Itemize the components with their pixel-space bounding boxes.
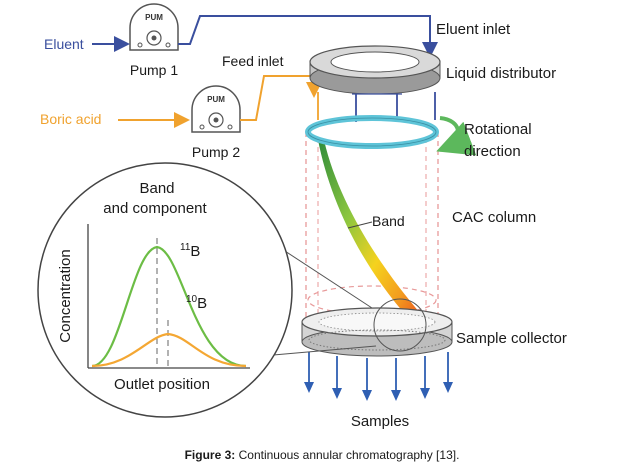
inset-y-label: Concentration bbox=[57, 249, 74, 342]
cac-column-label: CAC column bbox=[452, 209, 536, 226]
liquid-distributor bbox=[309, 45, 441, 95]
label-10b-base: B bbox=[197, 295, 207, 312]
inset-title-line1: Band bbox=[139, 180, 174, 197]
rotational-label-line2: direction bbox=[464, 143, 521, 160]
pump-1-word: PUM bbox=[145, 13, 163, 22]
eluent-feed-line bbox=[178, 15, 438, 58]
pump-1-icon: PUM bbox=[129, 3, 179, 51]
feed-line bbox=[240, 75, 322, 121]
samples-label: Samples bbox=[351, 413, 409, 430]
band-label: Band bbox=[372, 213, 405, 229]
curve-10b bbox=[91, 332, 247, 368]
rotation-arrow-icon bbox=[436, 116, 477, 156]
liquid-distributor-label: Liquid distributor bbox=[446, 65, 556, 82]
caption-bold: Figure 3: bbox=[184, 448, 236, 462]
eluent-label: Eluent bbox=[44, 36, 84, 52]
rotating-ring-outline bbox=[307, 117, 437, 147]
figure-caption: Figure 3: Continuous annular chromatogra… bbox=[0, 448, 644, 462]
chromatography-band bbox=[318, 140, 428, 322]
feed-inlet-label: Feed inlet bbox=[222, 53, 284, 69]
sample-output-arrows bbox=[304, 352, 453, 401]
pump-1-label: Pump 1 bbox=[130, 62, 178, 78]
magnifier-circle bbox=[373, 298, 427, 352]
label-10b-sup: 10 bbox=[186, 294, 198, 305]
curve-11b bbox=[91, 245, 247, 368]
rotational-label-line1: Rotational bbox=[464, 121, 532, 138]
zoom-line-bottom bbox=[261, 345, 377, 357]
pump-2-label: Pump 2 bbox=[192, 144, 240, 160]
inset-x-label: Outlet position bbox=[114, 376, 210, 393]
label-10b: 10B bbox=[186, 294, 207, 312]
band-pointer-line bbox=[347, 221, 373, 229]
label-11b: 11B bbox=[180, 242, 200, 260]
eluent-inlet-label: Eluent inlet bbox=[436, 21, 511, 38]
inset-circle bbox=[37, 162, 293, 418]
pump-2-word: PUM bbox=[207, 95, 225, 104]
sample-collector-label: Sample collector bbox=[456, 330, 567, 347]
label-11b-base: B bbox=[190, 243, 200, 260]
pump-2-icon: PUM bbox=[191, 85, 241, 133]
caption-text: Continuous annular chromatography [13]. bbox=[235, 448, 460, 462]
inset-title-line2: and component bbox=[103, 200, 207, 217]
label-11b-sup: 11 bbox=[180, 242, 191, 253]
sample-collector bbox=[301, 307, 453, 357]
boric-acid-label: Boric acid bbox=[40, 111, 101, 127]
